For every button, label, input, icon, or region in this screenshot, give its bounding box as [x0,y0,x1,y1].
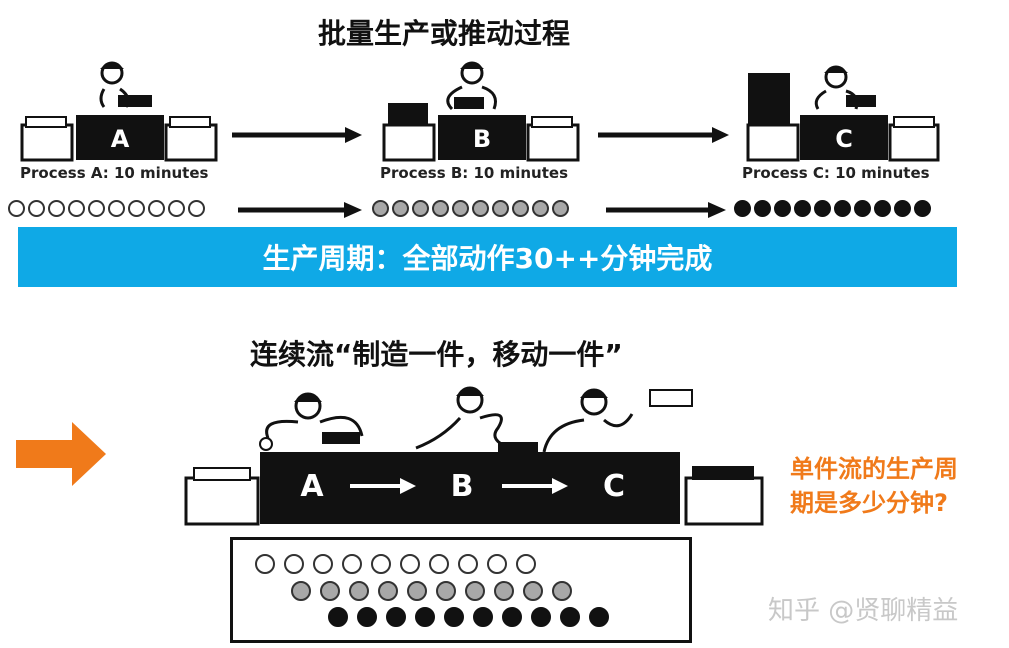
black-unit-dot [444,607,464,627]
white-unit-dot [28,200,45,217]
black-unit-dot [560,607,580,627]
black-unit-dot [774,200,791,217]
station-a-letter: A [111,125,130,153]
station-b-illustration: B [382,61,580,162]
grey-unit-dot [465,581,485,601]
station-b-letter: B [473,125,491,153]
black-unit-dot [531,607,551,627]
black-unit-dot [734,200,751,217]
white-unit-dot [313,554,333,574]
white-unit-dot [516,554,536,574]
grey-unit-dot [412,200,429,217]
black-unit-dot [794,200,811,217]
grey-unit-dot [532,200,549,217]
black-unit-dot [386,607,406,627]
black-unit-dot [502,607,522,627]
white-unit-dot [128,200,145,217]
grey-unit-dot [494,581,514,601]
grey-unit-dot [291,581,311,601]
white-unit-dot [168,200,185,217]
black-unit-dot [854,200,871,217]
black-unit-dot [834,200,851,217]
grey-unit-dot [432,200,449,217]
black-unit-dot [914,200,931,217]
black-unit-dot [357,607,377,627]
process-c-label: Process C: 10 minutes [742,164,930,182]
black-unit-dot [894,200,911,217]
white-unit-dot [429,554,449,574]
worker-a-illustration [259,392,364,451]
process-a-units [8,200,205,217]
flow-title: 连续流“制造一件，移动一件” [250,338,623,371]
grey-unit-dot [552,200,569,217]
orange-arrow-icon [16,422,106,486]
flow-units-box [230,537,692,643]
white-unit-dot [188,200,205,217]
black-unit-dot [328,607,348,627]
white-unit-dot [148,200,165,217]
flow-letter-b: B [451,469,474,504]
white-unit-dot [400,554,420,574]
units-arrow-b-c [606,202,726,218]
station-c-letter: C [835,125,853,153]
grey-unit-dot [512,200,529,217]
lead-time-banner-text: 生产周期：全部动作30++分钟完成 [262,242,713,275]
black-unit-dot [874,200,891,217]
flow-line-illustration: A B C [184,386,764,526]
white-unit-dot [284,554,304,574]
grey-unit-dot [472,200,489,217]
white-unit-dot [255,554,275,574]
flow-letter-c: C [603,469,625,504]
grey-unit-dot [378,581,398,601]
watermark: 知乎 @贤聊精益 [768,596,959,626]
process-b-units [372,200,569,217]
white-unit-dot [88,200,105,217]
grey-unit-dot [320,581,340,601]
flow-units-row-black [328,607,609,627]
grey-unit-dot [392,200,409,217]
grey-unit-dot [407,581,427,601]
batch-arrow-a-b [232,127,362,143]
station-c-illustration: C [746,65,940,162]
batch-stations-illustration: A B C [20,61,940,162]
grey-unit-dot [452,200,469,217]
white-unit-dot [8,200,25,217]
white-unit-dot [458,554,478,574]
grey-unit-dot [372,200,389,217]
grey-unit-dot [349,581,369,601]
white-unit-dot [342,554,362,574]
batch-title: 批量生产或推动过程 [318,17,571,50]
question-line-1: 单件流的生产周 [790,455,958,483]
black-unit-dot [415,607,435,627]
process-c-units [734,200,931,217]
grey-unit-dot [436,581,456,601]
flow-letter-a: A [300,469,324,504]
white-unit-dot [108,200,125,217]
black-unit-dot [754,200,771,217]
batch-arrow-b-c [598,127,729,143]
grey-unit-dot [552,581,572,601]
station-a-illustration: A [20,61,218,162]
grey-unit-dot [492,200,509,217]
flow-units-row-white [255,554,536,574]
black-unit-dot [473,607,493,627]
white-unit-dot [371,554,391,574]
process-b-label: Process B: 10 minutes [380,164,568,182]
flow-units-row-grey [291,581,572,601]
lead-time-banner: 生产周期：全部动作30++分钟完成 [18,227,957,287]
white-unit-dot [68,200,85,217]
white-unit-dot [487,554,507,574]
worker-c-illustration [542,388,693,453]
units-arrow-a-b [238,202,362,218]
white-unit-dot [48,200,65,217]
grey-unit-dot [523,581,543,601]
black-unit-dot [589,607,609,627]
process-a-label: Process A: 10 minutes [20,164,209,182]
black-unit-dot [814,200,831,217]
worker-b-illustration [415,386,538,454]
question-line-2: 期是多少分钟? [790,489,948,517]
